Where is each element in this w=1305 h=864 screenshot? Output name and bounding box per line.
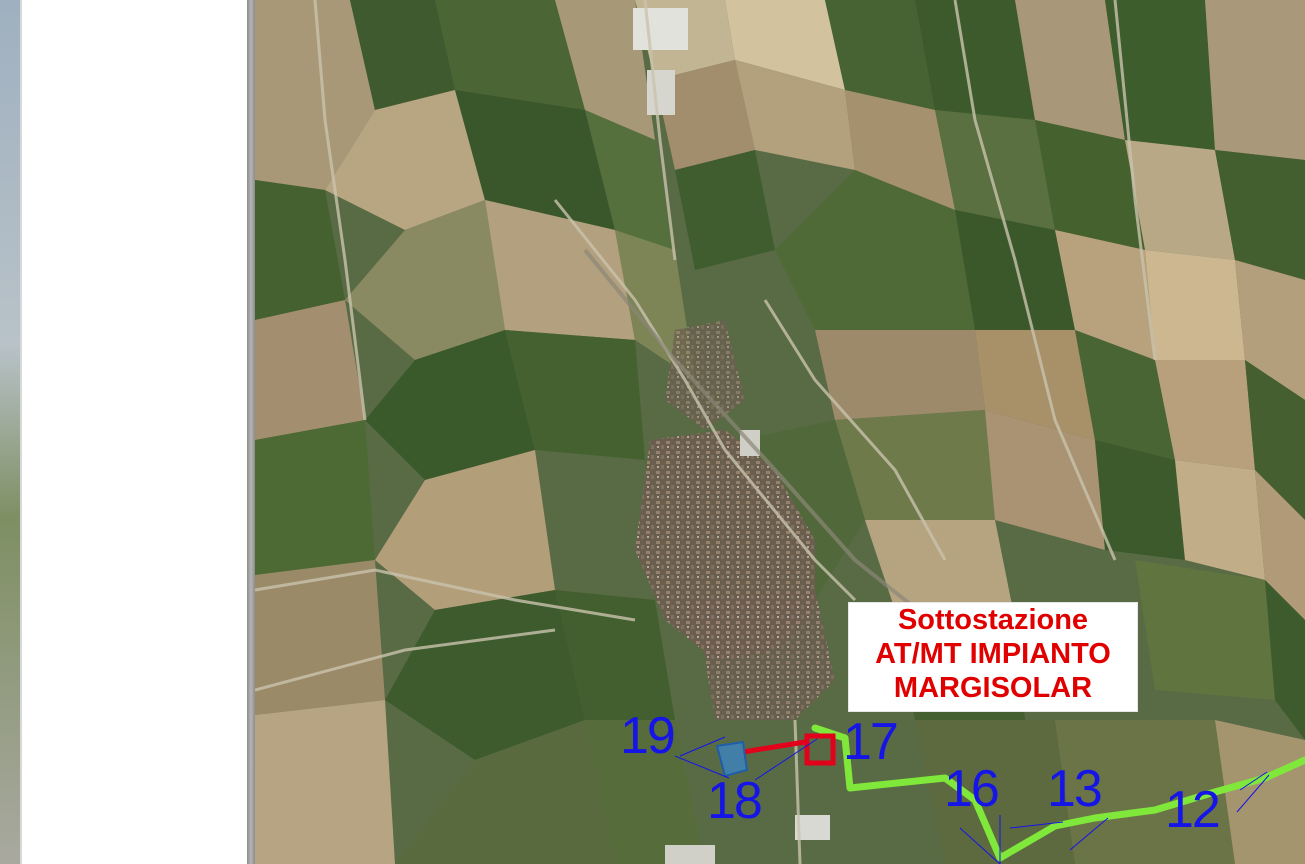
map-canvas — [255, 0, 1305, 864]
panel-divider[interactable] — [247, 0, 255, 864]
blank-panel — [22, 0, 247, 864]
marker-18[interactable]: 18 — [707, 772, 763, 830]
callout-line-3: MARGISOLAR — [893, 672, 1093, 704]
marker-17[interactable]: 17 — [843, 713, 899, 771]
connection-line — [742, 739, 806, 755]
left-strip-border — [20, 0, 22, 864]
satellite-map[interactable]: 19 18 17 16 13 12 Sottostazione AT/MT IM… — [255, 0, 1305, 864]
leader-lines — [674, 736, 1270, 864]
marker-19[interactable]: 19 — [620, 707, 676, 765]
left-photo-strip — [0, 0, 20, 864]
marker-13[interactable]: 13 — [1047, 760, 1103, 818]
parcel-area — [715, 740, 749, 778]
industrial-building — [795, 815, 830, 840]
substation-callout: Sottostazione AT/MT IMPIANTO MARGISOLAR — [848, 602, 1138, 712]
industrial-building — [665, 845, 715, 864]
marker-12[interactable]: 12 — [1165, 781, 1221, 839]
substation-marker — [804, 733, 836, 766]
marker-16[interactable]: 16 — [944, 760, 1000, 818]
industrial-building — [633, 8, 688, 50]
callout-line-2: AT/MT IMPIANTO — [875, 638, 1111, 670]
cable-route — [811, 724, 1305, 862]
town-north — [665, 320, 745, 430]
industrial-building — [647, 70, 675, 115]
callout-line-1: Sottostazione — [897, 604, 1089, 636]
fields — [255, 0, 1305, 864]
town-south — [695, 590, 835, 720]
